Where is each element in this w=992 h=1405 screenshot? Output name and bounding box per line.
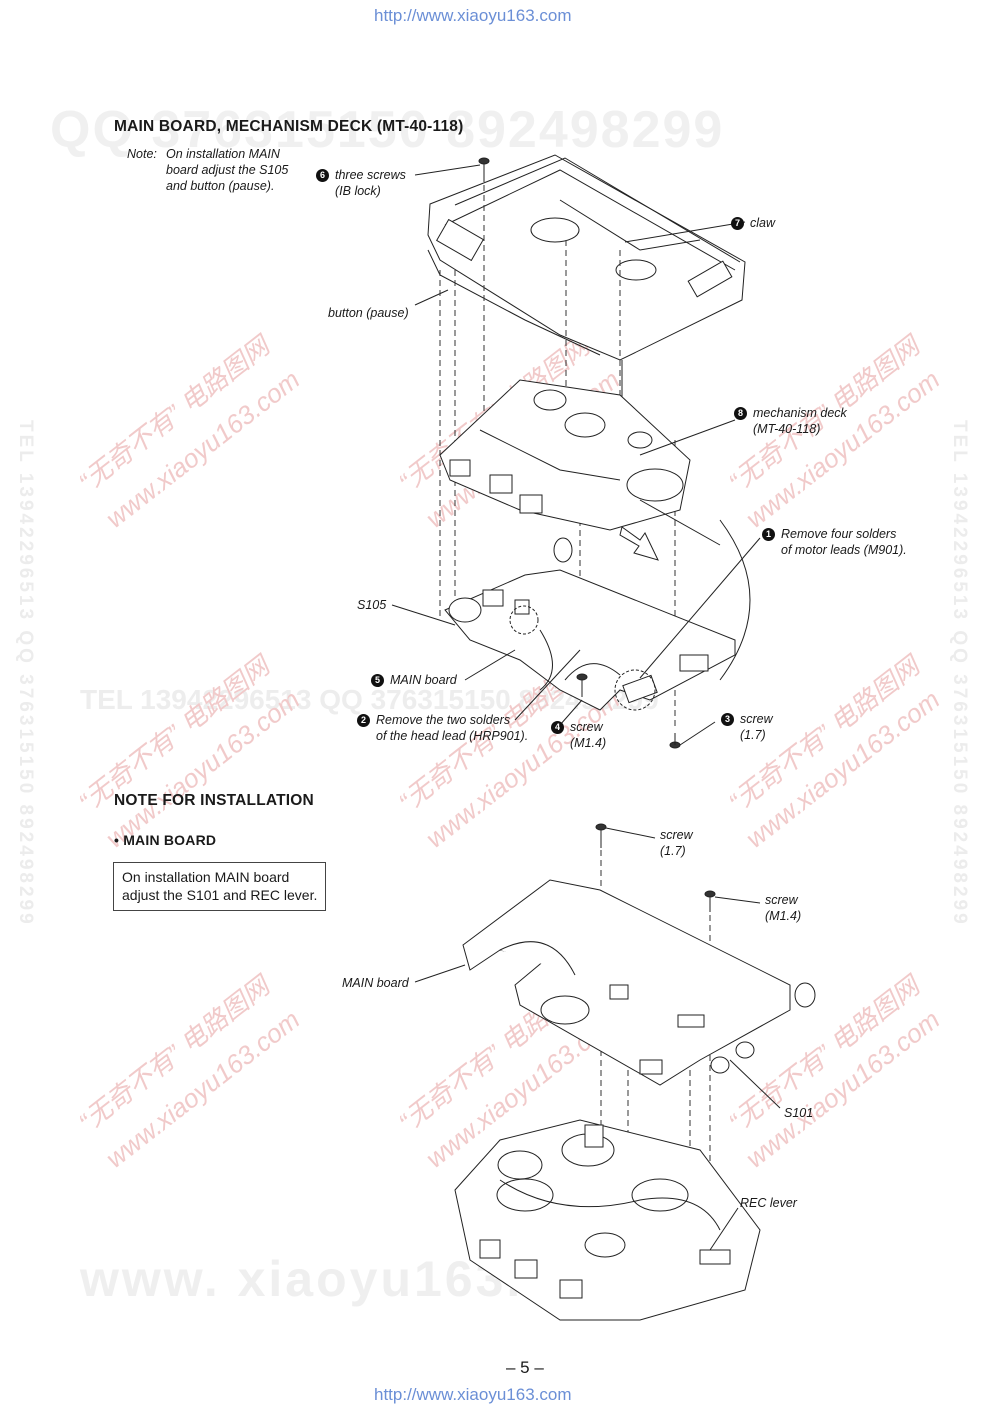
callout-text: Remove the two solders [376, 713, 511, 727]
step-number-badge: 6 [316, 169, 329, 182]
callout-text: claw [750, 216, 776, 230]
callout-screw-m14: 4 screw (M1.4) [551, 719, 606, 751]
page-number: – 5 – [506, 1358, 544, 1377]
callout-text: (IB lock) [335, 184, 381, 198]
step-number-badge: 5 [371, 674, 384, 687]
installation-note: Note: [127, 146, 157, 162]
callout-s105: S105 [357, 598, 387, 612]
callout-text: screw [740, 712, 773, 726]
section-title-note-for-installation: NOTE FOR INSTALLATION [114, 792, 314, 809]
callout-text: (1.7) [740, 728, 766, 742]
step-number-badge: 8 [734, 407, 747, 420]
note-line: On installation MAIN [166, 147, 280, 161]
installation-main-board-view [462, 823, 816, 1230]
callout-claw: 7 claw [731, 215, 775, 231]
header-url-link[interactable]: http://www.xiaoyu163.com [374, 6, 572, 25]
callout-screw-17-install: screw (1.7) [660, 827, 693, 859]
callout-text: of the head lead (HRP901). [376, 729, 529, 743]
callout-text: screw [660, 828, 693, 842]
three-screws-ib-lock [478, 157, 490, 182]
leader-lines-section2 [414, 827, 781, 1251]
footer-url-link[interactable]: http://www.xiaoyu163.com [374, 1385, 572, 1404]
step-number-badge: 1 [762, 528, 775, 541]
step-number-badge: 2 [357, 714, 370, 727]
watermark-vertical-right: TEL 13942296513 QQ 376315150 892498299 [949, 420, 970, 927]
callout-screw-m14-install: screw (M1.4) [765, 892, 801, 924]
callout-main-board-install: MAIN board [342, 976, 409, 990]
screws-m14-and-17 [576, 673, 681, 749]
callout-button-pause: button (pause) [328, 306, 409, 320]
note-prefix: Note: [127, 147, 157, 161]
callout-text: (M1.4) [765, 909, 802, 923]
installation-note-body: On installation MAIN board adjust the S1… [166, 146, 288, 194]
callout-text: (MT-40-118) [753, 422, 821, 436]
callout-s101: S101 [784, 1106, 814, 1120]
callout-text: screw [570, 720, 603, 734]
callout-screw-17: 3 screw (1.7) [721, 711, 773, 743]
watermark-vertical-left: TEL 13942296513 QQ 376315150 892498299 [15, 420, 36, 927]
note-line: and button (pause). [166, 179, 275, 193]
callout-main-board: 5 MAIN board [371, 672, 457, 688]
callout-mechanism-deck: 8 mechanism deck (MT-40-118) [734, 405, 847, 437]
callout-remove-head-solders: 2 Remove the two solders of the head lead… [357, 712, 528, 744]
callout-text: screw [765, 893, 798, 907]
mechanism-deck-assembly [439, 379, 721, 546]
lower-mechanism-deck [454, 1119, 761, 1321]
callout-text: (1.7) [660, 844, 686, 858]
callout-three-screws: 6 three screws (IB lock) [316, 167, 406, 199]
box-line: adjust the S101 and REC lever. [122, 887, 318, 903]
installation-instruction-box: On installation MAIN board adjust the S1… [113, 862, 327, 911]
note-line: board adjust the S105 [166, 163, 289, 177]
section-title-main-board-mechanism-deck: MAIN BOARD, MECHANISM DECK (MT-40-118) [114, 118, 464, 135]
callout-text: three screws [335, 168, 406, 182]
step-number-badge: 7 [731, 217, 744, 230]
step-number-badge: 3 [721, 713, 734, 726]
watermark-qq-top: QQ 376315150 892498299 [50, 101, 725, 159]
removal-direction-arrow [619, 526, 659, 561]
callout-text: of motor leads (M901). [781, 543, 907, 557]
callout-text: Remove four solders [781, 527, 897, 541]
box-line: On installation MAIN board [122, 869, 290, 885]
subsection-main-board: • MAIN BOARD [114, 832, 217, 848]
step-number-badge: 4 [551, 721, 564, 734]
callout-text: (M1.4) [570, 736, 607, 750]
leader-lines-section1 [391, 164, 761, 746]
mechanism-deck-housing [427, 154, 746, 361]
callout-text: mechanism deck [753, 406, 847, 420]
callout-remove-motor-solders: 1 Remove four solders of motor leads (M90… [762, 526, 907, 558]
callout-rec-lever: REC lever [740, 1196, 797, 1210]
callout-text: MAIN board [390, 673, 457, 687]
main-board-top-view [444, 519, 751, 711]
